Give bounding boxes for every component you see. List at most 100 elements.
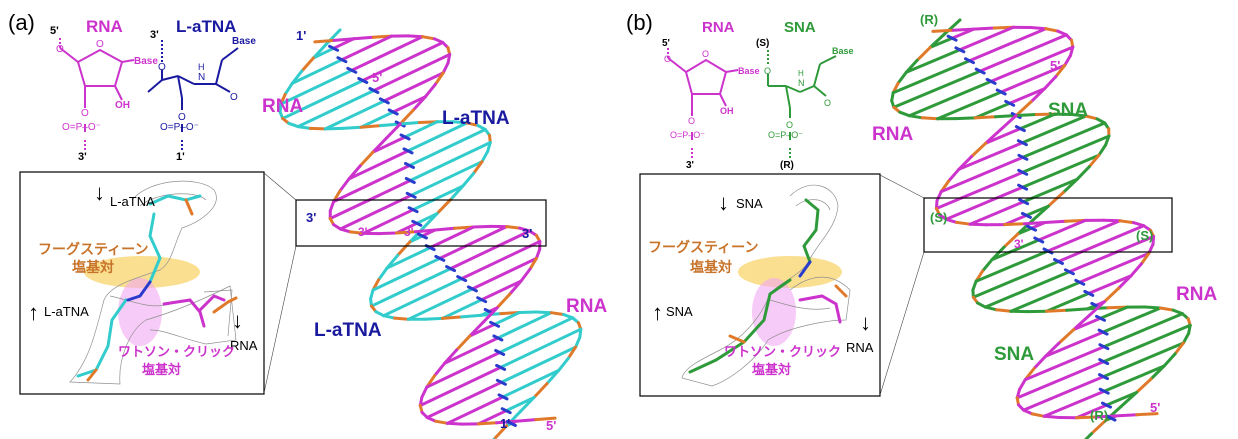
base-stick	[476, 409, 508, 426]
base-stick	[892, 69, 982, 109]
base-stick	[1030, 221, 1047, 230]
base-stick	[1017, 168, 1029, 176]
base-stick	[1098, 373, 1109, 381]
panel-b-rna-5end: 5'	[662, 38, 670, 49]
panel-b-model-r-bottom: (R)	[1090, 408, 1108, 423]
base-stick	[406, 121, 469, 153]
base-stick	[1009, 280, 1082, 313]
backbone-segment	[1119, 391, 1138, 408]
base-stick	[946, 34, 958, 42]
panel-b-model-r-top: (R)	[920, 12, 938, 27]
base-stick	[385, 246, 432, 270]
backbone-segment	[461, 171, 476, 188]
panel-b-model-5end-top: 5'	[1050, 58, 1060, 73]
panel-a-atna-3end: 3'	[150, 29, 159, 41]
backbone-segment	[1014, 100, 1033, 117]
base-stick	[1098, 387, 1110, 395]
panel-b-model-3end-mid: 3'	[1014, 237, 1024, 251]
panel-a-left-arrow-icon: ↑	[28, 300, 39, 325]
backbone-segment	[968, 222, 988, 227]
base-stick	[1087, 274, 1133, 295]
base-stick	[409, 160, 484, 197]
panel-a-inset-right-label: RNA	[230, 338, 258, 353]
panel-a-hoogsteen-label-2: 塩基対	[72, 259, 114, 275]
base-stick	[402, 147, 414, 155]
base-stick	[408, 234, 424, 244]
panel-b-inset-left-label: SNA	[666, 304, 693, 319]
base-stick	[989, 45, 1075, 83]
panel-b-model-rna-left: RNA	[872, 124, 913, 145]
backbone-segment	[398, 108, 415, 126]
base-stick	[404, 162, 415, 169]
backbone-segment	[1084, 432, 1093, 439]
base-stick	[968, 200, 1026, 226]
panel-b-right-arrow-icon: ↓	[860, 310, 871, 335]
backbone-segment	[395, 230, 417, 235]
base-stick	[499, 327, 583, 369]
backbone-segment	[472, 224, 493, 229]
base-stick	[1004, 99, 1016, 107]
base-stick	[357, 77, 369, 84]
panel-b-model-s-right: (S)	[1136, 228, 1153, 243]
base-stick	[416, 232, 428, 240]
backbone-segment	[1065, 307, 1089, 312]
backbone-segment	[358, 150, 375, 168]
panel-b-rna-structure	[667, 48, 739, 158]
backbone-segment	[423, 82, 437, 99]
backbone-segment	[1061, 177, 1079, 194]
panel-a-atna-o1: O	[158, 62, 166, 73]
panel-b-rna-o2: O	[702, 49, 709, 59]
panel-a-zoom-line-bottom	[263, 245, 297, 394]
base-stick	[934, 170, 1025, 210]
base-stick	[1102, 341, 1185, 379]
panel-a-atna-o3: O	[178, 112, 186, 123]
backbone-segment	[935, 190, 943, 203]
panel-a-rna-o3: O	[81, 108, 89, 119]
base-stick	[978, 33, 1068, 73]
backbone-segment	[1102, 286, 1120, 304]
base-stick	[328, 44, 340, 52]
panel-a-model-5end-bottom: 5'	[546, 418, 556, 433]
panel-a-model-3end-mid1: 3'	[358, 225, 368, 239]
base-stick	[1020, 211, 1032, 219]
panel-b-sna-o1: O	[764, 66, 771, 76]
base-stick	[891, 59, 971, 95]
base-stick	[480, 279, 523, 302]
backbone-segment	[492, 424, 509, 439]
base-stick	[1101, 401, 1112, 409]
panel-a-rna-o1: O	[56, 44, 64, 55]
base-stick	[346, 66, 358, 74]
backbone-segment	[1104, 134, 1111, 147]
panel-a-hoogsteen-label: フーグスティーン	[38, 241, 148, 257]
backbone-segment	[1129, 262, 1143, 278]
base-stick	[492, 334, 504, 342]
backbone-segment	[566, 345, 578, 360]
base-stick	[290, 58, 344, 85]
backbone-segment	[1087, 300, 1106, 318]
backbone-segment	[1031, 204, 1050, 222]
base-stick	[1053, 258, 1064, 265]
backbone-segment	[1003, 222, 1026, 227]
backbone-segment	[1044, 27, 1060, 33]
backbone-segment	[480, 149, 490, 164]
backbone-segment	[421, 212, 439, 230]
base-stick	[990, 238, 1041, 262]
base-stick	[434, 254, 446, 262]
panel-a-electron-density-mesh	[69, 180, 237, 385]
base-stick	[411, 219, 423, 227]
backbone-segment	[398, 121, 421, 126]
base-stick	[279, 68, 354, 106]
backbone-segment	[434, 419, 449, 425]
base-stick	[496, 311, 553, 340]
base-stick	[499, 345, 578, 384]
panel-a-inset-left-label: L-aTNA	[44, 304, 89, 319]
base-stick	[1015, 360, 1106, 400]
base-stick	[964, 57, 975, 65]
base-stick	[445, 265, 457, 273]
backbone-segment	[369, 288, 375, 301]
base-stick	[1008, 87, 1046, 105]
base-stick	[936, 90, 1003, 121]
panel-b-sna-o3: O	[786, 120, 793, 130]
backbone-segment	[1162, 352, 1177, 368]
backbone-segment	[973, 115, 997, 120]
